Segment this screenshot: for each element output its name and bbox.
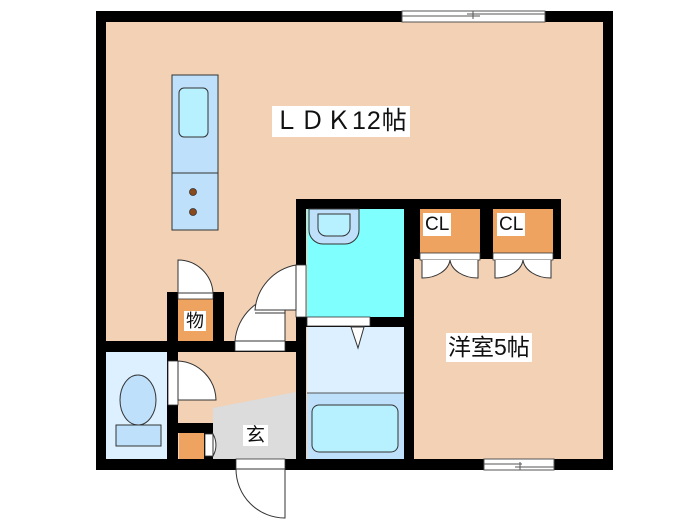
entrance-label: 玄 bbox=[243, 425, 269, 446]
stove-burner-icon bbox=[189, 208, 197, 216]
closet-1-label: CL bbox=[423, 213, 452, 236]
window-ldk bbox=[401, 10, 546, 23]
toilet-tank-icon bbox=[115, 424, 162, 447]
sink-icon bbox=[178, 87, 209, 138]
closet-2-door[interactable] bbox=[492, 252, 554, 279]
kitchen-counter bbox=[171, 74, 219, 231]
bath-opening bbox=[306, 316, 371, 327]
toilet-bowl-icon bbox=[119, 374, 157, 426]
storage-door[interactable] bbox=[177, 259, 214, 300]
ldk-label: ＬＤＫ12帖 bbox=[272, 106, 410, 137]
window-western-room bbox=[483, 458, 555, 471]
shoe-storage-door[interactable] bbox=[204, 432, 217, 458]
western-room-label: 洋室5帖 bbox=[446, 333, 532, 362]
folding-door-icon bbox=[350, 326, 365, 350]
bathtub-icon bbox=[311, 404, 399, 453]
closet-1-door[interactable] bbox=[419, 252, 481, 279]
washroom-door[interactable] bbox=[254, 264, 307, 318]
stove-burner-icon bbox=[189, 188, 197, 196]
closet-2-label: CL bbox=[497, 213, 526, 236]
shoe-storage bbox=[179, 433, 204, 459]
storage-label: 物 bbox=[184, 311, 206, 331]
front-door[interactable] bbox=[235, 458, 286, 519]
toilet-door[interactable] bbox=[167, 360, 217, 406]
